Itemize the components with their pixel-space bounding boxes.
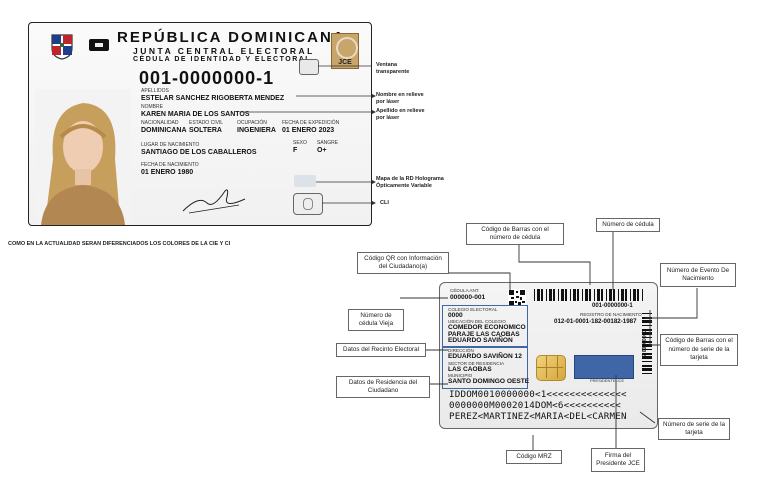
- direccion-label: DIRECCIÓN: [448, 348, 474, 353]
- sector-value: LAS CAOBAS: [448, 366, 492, 373]
- sexo-label: SEXO: [293, 140, 307, 146]
- id-card-back: CÉDULA ANT. 000000-001 COLEGIO ELECTORAL…: [439, 282, 658, 429]
- cedula-ant-label: CÉDULA ANT.: [450, 288, 480, 293]
- cli-window: [293, 193, 323, 215]
- estado-civil-value: SOLTERA: [189, 127, 222, 134]
- signature: [182, 189, 246, 214]
- card-title: REPÚBLICA DOMINICANA: [117, 29, 346, 46]
- note-mrz: Código MRZ: [506, 450, 562, 464]
- cedula-number: 001-0000000-1: [139, 68, 275, 88]
- nombre-value: KAREN MARIA DE LOS SANTOS: [141, 111, 250, 118]
- sangre-label: SANGRE: [317, 140, 339, 146]
- registro-label: REGISTRO DE NACIMIENTO: [580, 312, 642, 317]
- sangre-value: O+: [317, 147, 327, 154]
- registro-value: 012-01-0001-182-00182-1987: [554, 318, 637, 325]
- nombre-label: NOMBRE: [141, 104, 163, 110]
- note-cedula-vieja: Número de cédula Vieja: [348, 309, 404, 331]
- lugar-value: SANTIAGO DE LOS CABALLEROS: [141, 149, 257, 156]
- nacionalidad-value: DOMINICANA: [141, 127, 187, 134]
- barcode-cedula: [534, 289, 643, 301]
- ubicacion-line-3: EDUARDO SAVIÑON: [448, 337, 513, 344]
- note-numero-cedula: Número de cédula: [596, 218, 660, 232]
- jce-logo: JCE: [331, 33, 359, 69]
- card-subtitle-2: CÉDULA DE IDENTIDAD Y ELECTORAL: [133, 56, 312, 63]
- caption: COMO EN LA ACTUALIDAD SERAN DIFERENCIADO…: [8, 241, 231, 247]
- ubicacion-label: UBICACIÓN DEL COLEGIO: [448, 319, 506, 324]
- nacionalidad-label: NACIONALIDAD: [141, 120, 179, 126]
- id-card-front: REPÚBLICA DOMINICANA JUNTA CENTRAL ELECT…: [28, 22, 372, 226]
- apellidos-value: ESTELAR SANCHEZ RIGOBERTA MENDEZ: [141, 95, 285, 102]
- card-subtitle: JUNTA CENTRAL ELECTORAL: [133, 46, 315, 56]
- mrz-line-3: PEREZ<MARTINEZ<MARIA<DEL<CARMEN: [449, 411, 627, 422]
- sector-label: SECTOR DE RESIDENCIA: [448, 361, 505, 366]
- firma-presidente: [574, 355, 634, 379]
- barcode-cedula-number: 001-0000000-1: [592, 303, 633, 309]
- presidente-label: PRESIDENTE JCE: [590, 378, 625, 383]
- fecha-nacimiento-value: 01 ENERO 1980: [141, 169, 194, 176]
- fingerprint-icon: [336, 37, 358, 59]
- note-qr: Código QR con Información del Ciudadano(…: [357, 252, 449, 274]
- portrait-photo: [35, 89, 131, 225]
- note-cli: CLI: [380, 200, 389, 206]
- fecha-nacimiento-label: FECHA DE NACIMIENTO: [141, 162, 199, 168]
- ubicacion-line-1: COMEDOR ECONOMICO: [448, 324, 526, 331]
- recinto-electoral-box: [442, 305, 528, 347]
- lugar-label: LUGAR DE NACIMIENTO: [141, 142, 200, 148]
- note-ventana: Ventana transparente: [376, 62, 410, 75]
- municipio-value: SANTO DOMINGO OESTE: [448, 378, 530, 385]
- direccion-value: EDUARDO SAVIÑON 12: [448, 353, 522, 360]
- transparent-window: [299, 59, 319, 75]
- ocupacion-label: OCUPACIÓN: [237, 120, 267, 126]
- cedula-ant-value: 000000-001: [450, 294, 486, 301]
- sexo-value: F: [293, 147, 298, 154]
- ubicacion-line-2: PARAJE LAS CAOBAS: [448, 331, 520, 338]
- note-residencia: Datos de Residencia del Ciudadano: [336, 376, 430, 398]
- note-evento-nacimiento: Número de Evento De Nacimiento: [660, 263, 736, 287]
- note-barras-cedula: Código de Barras con el número de cédula: [466, 223, 564, 245]
- municipio-label: MUNICIPIO: [448, 373, 473, 378]
- apellidos-label: APELLIDOS: [141, 88, 169, 94]
- coat-of-arms-icon: [51, 34, 73, 60]
- expedicion-value: 01 ENERO 2023: [282, 127, 335, 134]
- note-nombre-relieve: Nombre en relieve por láser: [376, 92, 424, 105]
- mrz-line-1: IDDOM0010000000<1<<<<<<<<<<<<<<: [449, 389, 627, 400]
- note-recinto-electoral: Datos del Recinto Electoral: [336, 343, 426, 357]
- colegio-value: 0000: [448, 312, 463, 319]
- note-firma-presidente: Firma del Presidente JCE: [591, 448, 645, 472]
- qr-code: [508, 289, 526, 307]
- mrz-line-2: 0000000M0002014DOM<6<<<<<<<<<<: [449, 400, 621, 411]
- colegio-label: COLEGIO ELECTORAL: [448, 307, 498, 312]
- chip-icon: [89, 39, 109, 51]
- note-numero-serie: Número de serie de la tarjeta: [658, 418, 730, 440]
- expedicion-label: FECHA DE EXPEDICIÓN: [282, 120, 340, 126]
- note-apellido-relieve: Apellido en relieve por láser: [376, 108, 425, 121]
- note-mapa-holograma: Mapa de la RD Holograma Ópticamente Vari…: [376, 176, 444, 189]
- emv-chip-icon: [536, 355, 566, 381]
- hologram-map: [294, 175, 316, 187]
- residencia-box: [442, 347, 528, 389]
- ocupacion-value: INGENIERA: [237, 127, 276, 134]
- estado-civil-label: ESTADO CIVIL: [189, 120, 224, 126]
- note-barras-serie: Código de Barras con el número de serie …: [660, 334, 738, 366]
